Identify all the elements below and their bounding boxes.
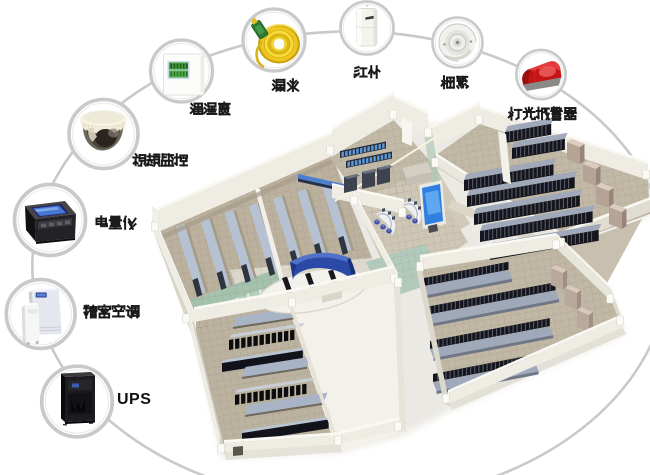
svg-text:UPS: UPS [117, 391, 151, 408]
